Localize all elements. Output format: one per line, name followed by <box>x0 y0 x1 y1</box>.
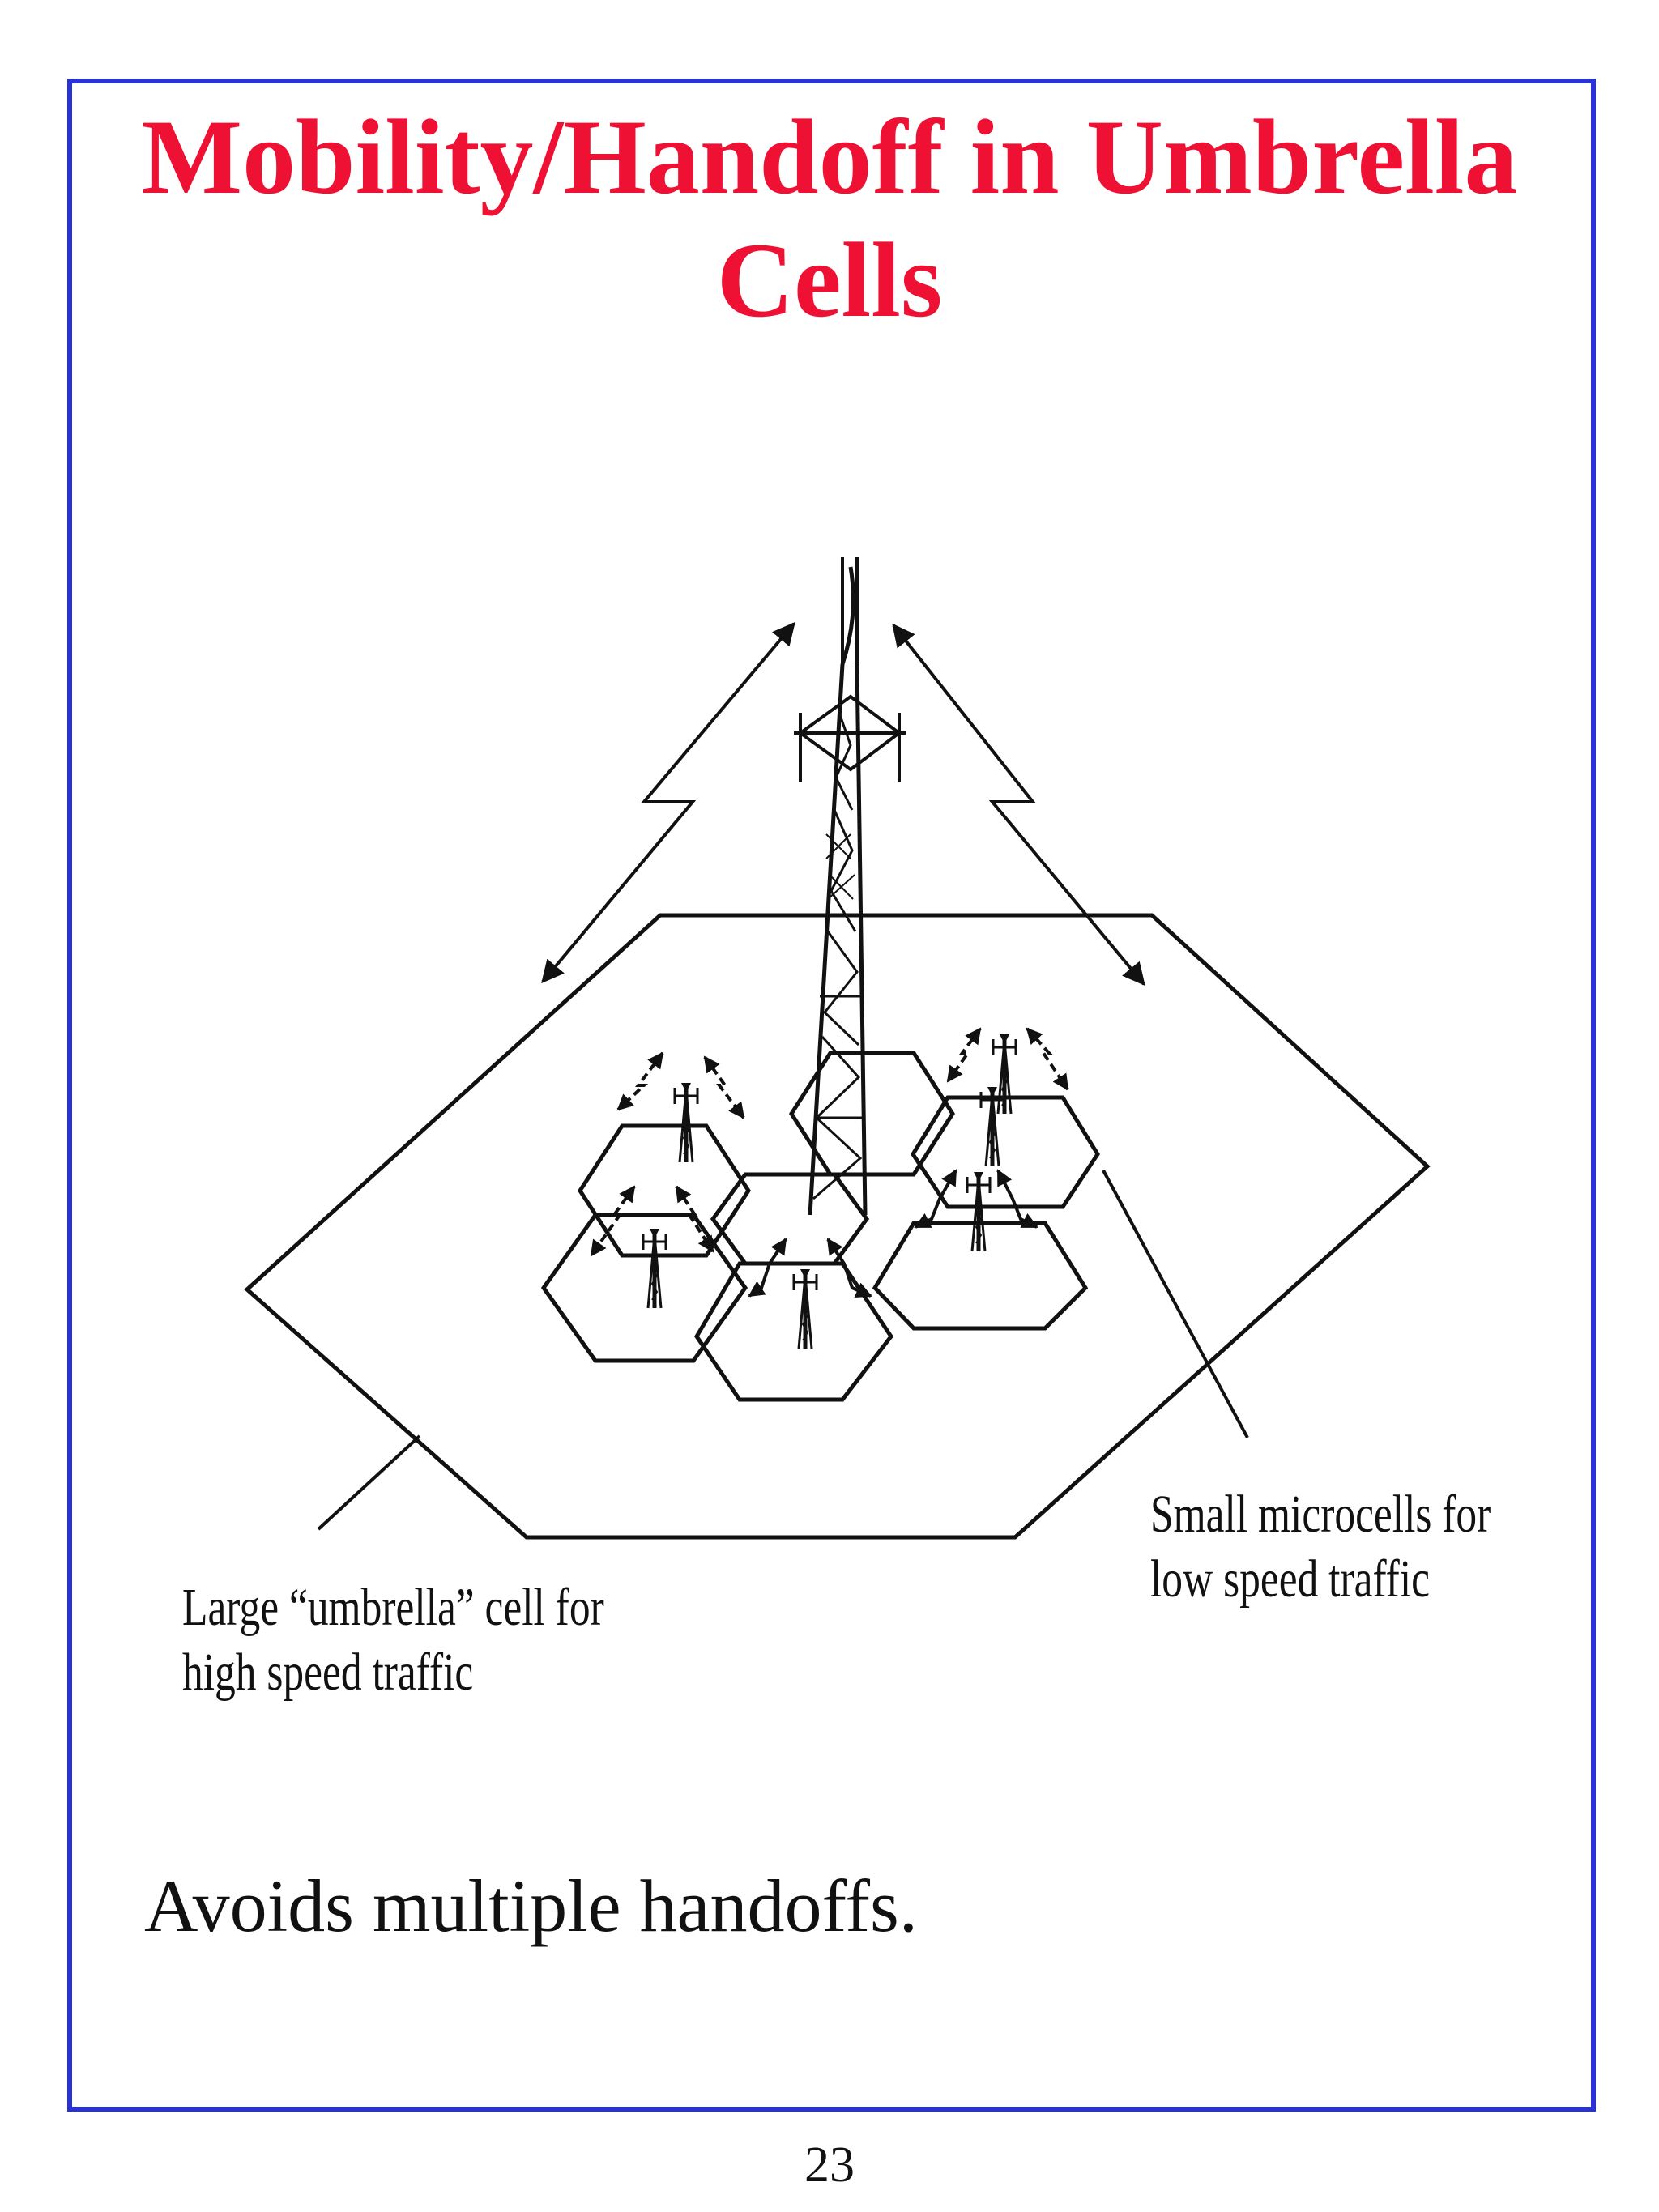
microcell-caption-leader <box>1102 1170 1249 1438</box>
macro-cell-tower <box>794 557 906 1216</box>
microcell-mid-left <box>710 1172 870 1266</box>
umbrella-cell-hexagon <box>244 913 1431 1540</box>
microcell-right <box>872 1221 1089 1331</box>
umbrella-caption-line1: Large “umbrella” cell for <box>182 1578 604 1637</box>
slide-bullet: Avoids multiple handoffs. <box>144 1865 918 1947</box>
microcell-signal-arrows <box>590 1027 1069 1298</box>
microcell-caption-line1: Small microcells for <box>1150 1485 1491 1544</box>
microcell-caption: Small microcells for low speed traffic <box>1150 1482 1491 1612</box>
page-number: 23 <box>804 2137 855 2193</box>
microcell-caption-line2: low speed traffic <box>1150 1549 1430 1609</box>
slide-title: Mobility/Handoff in Umbrella Cells <box>0 96 1659 342</box>
microcell-top-left <box>578 1123 751 1258</box>
slide-title-line2: Cells <box>716 220 943 339</box>
umbrella-cell-caption: Large “umbrella” cell for high speed tra… <box>182 1575 604 1705</box>
microcell-towers <box>643 1034 1016 1349</box>
microcell-top-right <box>911 1095 1100 1209</box>
macro-signal-arrow-right <box>892 623 1145 987</box>
microcell-center <box>789 1051 955 1177</box>
macro-signal-arrow-left <box>541 621 795 984</box>
slide-frame <box>67 79 1596 2112</box>
slide-title-line1: Mobility/Handoff in Umbrella <box>141 97 1518 216</box>
umbrella-caption-leader <box>317 1434 421 1531</box>
umbrella-cell-diagram <box>244 557 1431 1540</box>
umbrella-caption-line2: high speed traffic <box>182 1643 474 1702</box>
microcell-hexagons <box>540 1051 1100 1402</box>
